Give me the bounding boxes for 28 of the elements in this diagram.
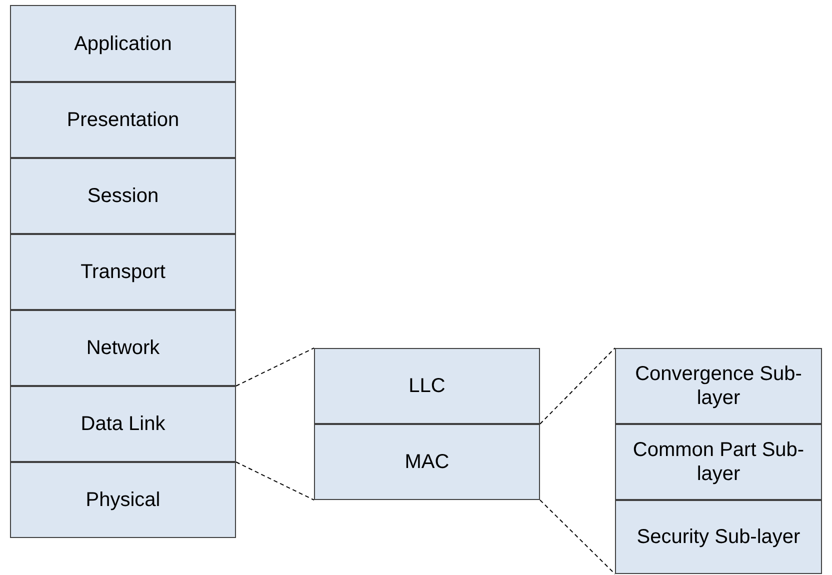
layer-box — [10, 5, 236, 82]
layer-box — [615, 500, 822, 574]
layer-label: LLC — [408, 374, 446, 398]
layer-label: Application — [73, 32, 173, 56]
dashed-connector — [540, 348, 616, 424]
layer-box — [314, 348, 540, 424]
dashed-connector — [236, 462, 314, 500]
dashed-connector — [236, 348, 314, 386]
layer-label: Session — [86, 184, 160, 208]
dashed-connector — [540, 500, 616, 574]
layer-label: Transport — [80, 260, 166, 284]
layer-label: Common Part Sub-layer — [632, 438, 806, 486]
layer-box — [10, 386, 236, 462]
layer-label: Physical — [84, 488, 162, 512]
layer-label: MAC — [404, 450, 450, 474]
layer-box — [10, 310, 236, 386]
layer-box — [615, 348, 822, 424]
layer-label: Presentation — [66, 108, 180, 132]
layer-box — [314, 424, 540, 500]
layer-box — [10, 82, 236, 158]
layer-box — [615, 424, 822, 500]
layer-label: Data Link — [80, 412, 166, 436]
layer-box — [10, 234, 236, 310]
layer-box — [10, 158, 236, 234]
layer-label: Security Sub-layer — [636, 525, 802, 549]
layer-label: Network — [85, 336, 161, 360]
layer-label: Convergence Sub-layer — [634, 362, 803, 410]
layer-box — [10, 462, 236, 538]
